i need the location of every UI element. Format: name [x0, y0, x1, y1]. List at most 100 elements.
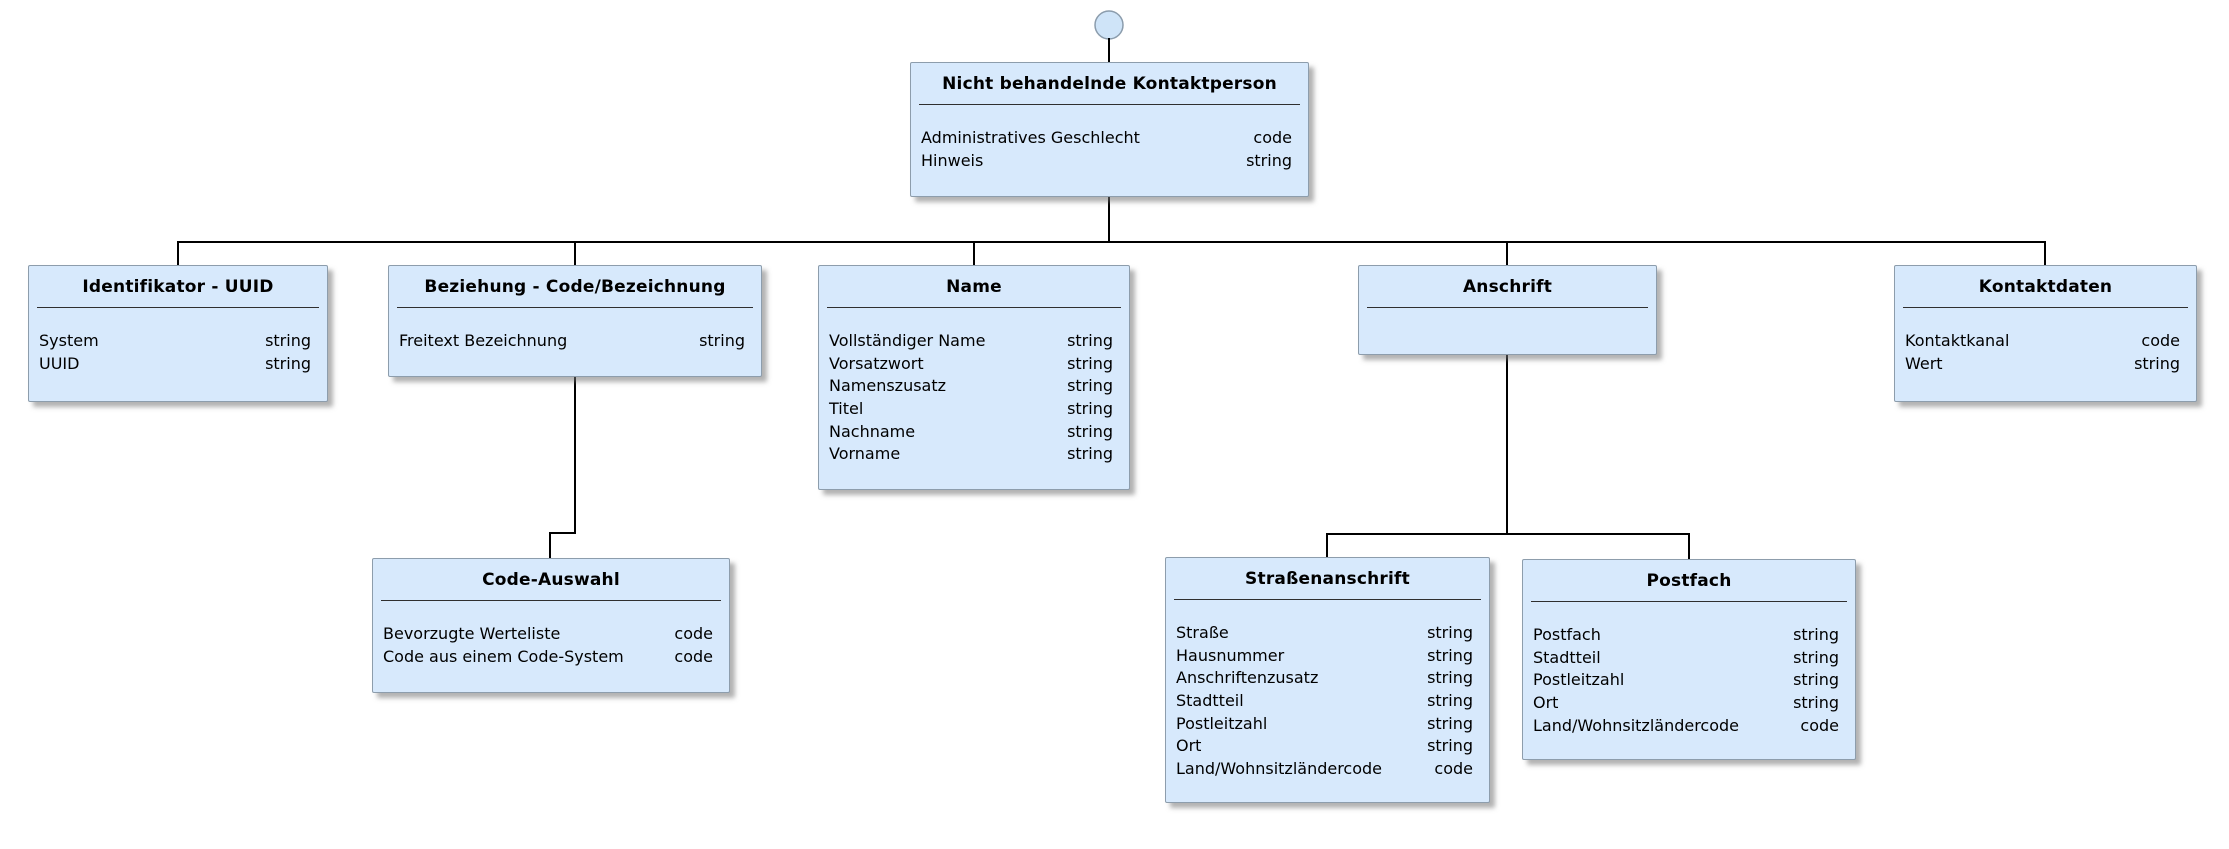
field-type: string [1427, 668, 1473, 688]
field-type: string [1067, 399, 1113, 419]
entity-title: Beziehung - Code/Bezeichnung [424, 276, 726, 297]
connector-beziehung-to-code-auswahl [549, 376, 576, 559]
field-row: Nachname string [829, 421, 1113, 444]
field-name: Hausnummer [1176, 645, 1285, 665]
field-row: Kontaktkanal code [1905, 330, 2180, 353]
field-name: Hinweis [921, 150, 984, 170]
field-type: string [1793, 670, 1839, 690]
field-type: string [1793, 693, 1839, 713]
entity-separator [827, 307, 1121, 308]
field-row: Anschriftenzusatz string [1176, 667, 1473, 690]
field-type: string [1067, 421, 1113, 441]
field-row: Wert string [1905, 353, 2180, 376]
field-name: Stadtteil [1533, 647, 1601, 667]
field-row: Hausnummer string [1176, 645, 1473, 668]
field-name: Administratives Geschlecht [921, 128, 1140, 147]
field-type: string [699, 331, 745, 350]
field-name: Vollständiger Name [829, 331, 986, 350]
entity-box-name: Name Vollständiger Name string Vorsatzwort… [818, 265, 1130, 490]
field-name: Land/Wohnsitzländercode [1176, 759, 1383, 779]
field-name: Titel [829, 399, 864, 419]
entity-separator [919, 104, 1300, 105]
field-type: code [2141, 331, 2180, 350]
field-name: System [39, 331, 99, 350]
entity-title: Straßenanschrift [1245, 568, 1410, 589]
field-row: UUID string [39, 353, 311, 376]
field-type: string [1246, 150, 1292, 170]
field-type: string [1067, 444, 1113, 464]
field-name: UUID [39, 353, 80, 373]
field-type: code [1434, 759, 1473, 779]
entity-title: Identifikator - UUID [82, 276, 274, 297]
field-name: Postleitzahl [1176, 713, 1268, 733]
entity-fields [1359, 308, 1656, 330]
entity-title: Name [946, 276, 1002, 297]
root-anchor-circle-icon [1094, 10, 1124, 40]
field-name: Nachname [829, 421, 916, 441]
field-name: Bevorzugte Werteliste [383, 624, 561, 643]
field-type: code [674, 646, 713, 666]
field-type: string [1793, 647, 1839, 667]
field-name: Postleitzahl [1533, 670, 1625, 690]
field-name: Code aus einem Code-System [383, 646, 624, 666]
field-row: Bevorzugte Werteliste code [383, 623, 713, 646]
entity-separator [397, 307, 753, 308]
field-name: Land/Wohnsitzländercode [1533, 715, 1740, 735]
field-row: Postleitzahl string [1533, 669, 1839, 692]
field-type: string [265, 353, 311, 373]
entity-separator [381, 600, 721, 601]
entity-title: Nicht behandelnde Kontaktperson [942, 73, 1277, 94]
field-row: Administratives Geschlecht code [921, 127, 1292, 150]
entity-box-beziehung-code-bezeichnung: Beziehung - Code/Bezeichnung Freitext Be… [388, 265, 762, 377]
field-name: Anschriftenzusatz [1176, 668, 1319, 688]
entity-separator [37, 307, 319, 308]
field-name: Ort [1176, 736, 1202, 756]
field-name: Ort [1533, 693, 1559, 713]
field-type: string [1427, 645, 1473, 665]
field-row: Land/Wohnsitzländercode code [1176, 758, 1473, 781]
field-name: Vorsatzwort [829, 353, 924, 373]
entity-separator [1174, 599, 1481, 600]
entity-separator [1367, 307, 1648, 308]
entity-title: Anschrift [1462, 276, 1553, 297]
field-name: Vorname [829, 444, 901, 464]
entity-separator [1903, 307, 2188, 308]
field-row: Code aus einem Code-System code [383, 646, 713, 669]
field-row: Land/Wohnsitzländercode code [1533, 715, 1839, 738]
field-row: Straße string [1176, 622, 1473, 645]
field-type: code [674, 624, 713, 643]
field-name: Kontaktkanal [1905, 331, 2010, 350]
field-row: Stadtteil string [1533, 647, 1839, 670]
entity-separator [1531, 601, 1847, 602]
entity-box-anschrift: Anschrift [1358, 265, 1657, 355]
field-name: Wert [1905, 353, 1943, 373]
field-type: string [1427, 623, 1473, 642]
field-row: Titel string [829, 398, 1113, 421]
field-type: code [1253, 128, 1292, 147]
field-name: Postfach [1533, 625, 1601, 644]
field-type: string [2134, 353, 2180, 373]
field-name: Stadtteil [1176, 691, 1244, 711]
field-type: string [1793, 625, 1839, 644]
field-name: Straße [1176, 623, 1229, 642]
field-row: Postfach string [1533, 624, 1839, 647]
field-row: Vorname string [829, 443, 1113, 466]
field-type: code [1800, 715, 1839, 735]
